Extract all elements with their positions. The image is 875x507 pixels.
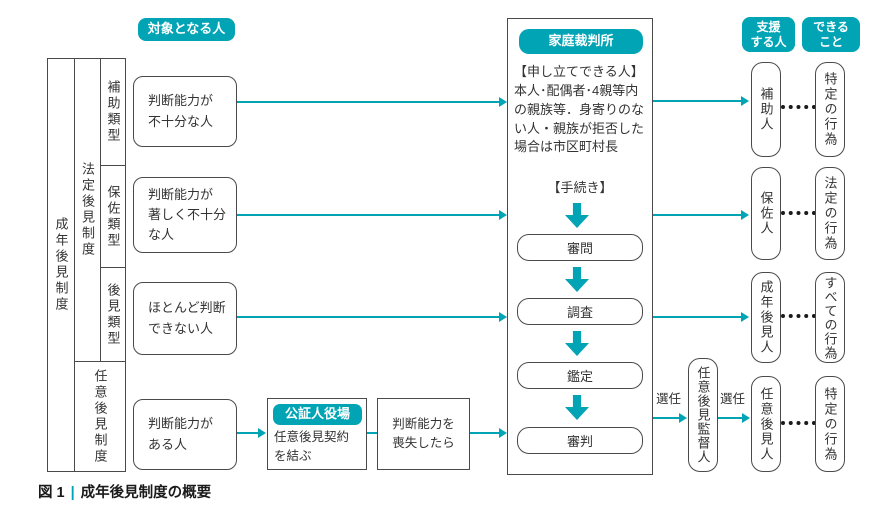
arrow-court-to-assistant (653, 96, 749, 106)
figure-caption: 図 1 | 成年後見制度の概要 (38, 481, 211, 502)
appoint-label-left: 選任 (656, 392, 682, 406)
cell-type-assistance: 補助類型 (100, 58, 126, 166)
arrow-target2-to-court (237, 210, 507, 220)
cell-type-guardianship: 後見類型 (100, 267, 126, 362)
step-hearing: 審問 (517, 234, 643, 261)
target-box-insufficient: 判断能力が 不十分な人 (133, 76, 237, 147)
arrow-court-to-adult-guardian (653, 312, 749, 322)
supporter-adult-guardian-box: 成年後見人 (751, 272, 781, 363)
cell-type-curatorship: 保佐類型 (100, 165, 126, 268)
cell-adult-guardianship-system: 成年後見制度 (47, 58, 75, 472)
dotted-link-adult-guardian (781, 314, 816, 318)
step-investigation: 調査 (517, 298, 643, 325)
notary-office-box: 公証人役場 任意後見契約 を結ぶ (267, 398, 367, 470)
arrow-court-to-supervisor (653, 413, 687, 423)
target-box-capable: 判断能力が ある人 (133, 399, 237, 470)
cell-legal-guardianship-system: 法定後見制度 (74, 58, 101, 362)
arrow-court-to-curator (653, 210, 749, 220)
down-arrow-icon (565, 203, 589, 228)
arrow-target1-to-court (237, 97, 507, 107)
supporter-curator-box: 保佐人 (751, 167, 781, 260)
down-arrow-icon (565, 395, 589, 420)
ability-specific-acts-box-2: 特定の行為 (815, 376, 845, 472)
down-arrow-icon (565, 267, 589, 292)
figure-title: 成年後見制度の概要 (80, 485, 212, 501)
petitioners-text: 【申し立てできる人】本人･配偶者･4親等内の親族等．身寄りのない人・親族が拒否し… (514, 64, 645, 155)
arrow-target3-to-court (237, 312, 507, 322)
caption-separator: | (70, 485, 75, 501)
arrow-loss-to-court (470, 428, 507, 438)
voluntary-guardianship-supervisor-box: 任意後見監督人 (688, 358, 718, 472)
dotted-link-voluntary-guardian (781, 421, 816, 425)
notary-office-body: 任意後見契約 を結ぶ (274, 430, 350, 463)
appoint-label-right: 選任 (720, 392, 746, 406)
family-court-header: 家庭裁判所 (519, 29, 643, 54)
ability-all-acts-box: すべての行為 (815, 272, 845, 363)
line-notary-to-loss (367, 432, 377, 434)
arrow-supervisor-to-voluntary-guardian (718, 413, 750, 423)
supporter-assistant-box: 補助人 (751, 62, 781, 157)
ability-specific-acts-box: 特定の行為 (815, 62, 845, 157)
ability-statutory-acts-box: 法定の行為 (815, 167, 845, 260)
arrow-target4-to-notary (237, 428, 266, 438)
notary-office-header: 公証人役場 (273, 404, 362, 425)
target-box-markedly-insufficient: 判断能力が 著しく不十分 な人 (133, 177, 237, 253)
header-supporter: 支援 する人 (742, 17, 795, 52)
cell-voluntary-guardianship-system: 任意後見制度 (74, 361, 126, 472)
family-court-panel: 家庭裁判所 【申し立てできる人】本人･配偶者･4親等内の親族等．身寄りのない人・… (507, 18, 653, 475)
header-target-person: 対象となる人 (138, 18, 235, 41)
figure-number: 図 1 (38, 485, 65, 501)
target-box-mostly-unable: ほとんど判断 できない人 (133, 282, 237, 355)
step-expert-appraisal: 鑑定 (517, 362, 643, 389)
procedure-label: 【手続き】 (547, 180, 613, 195)
down-arrow-icon (565, 331, 589, 356)
header-ability: できる こと (802, 17, 860, 52)
capacity-loss-box: 判断能力を 喪失したら (377, 398, 470, 470)
dotted-link-curator (781, 211, 816, 215)
step-adjudication: 審判 (517, 427, 643, 454)
dotted-link-assistant (781, 105, 816, 109)
supporter-voluntary-guardian-box: 任意後見人 (751, 376, 781, 472)
